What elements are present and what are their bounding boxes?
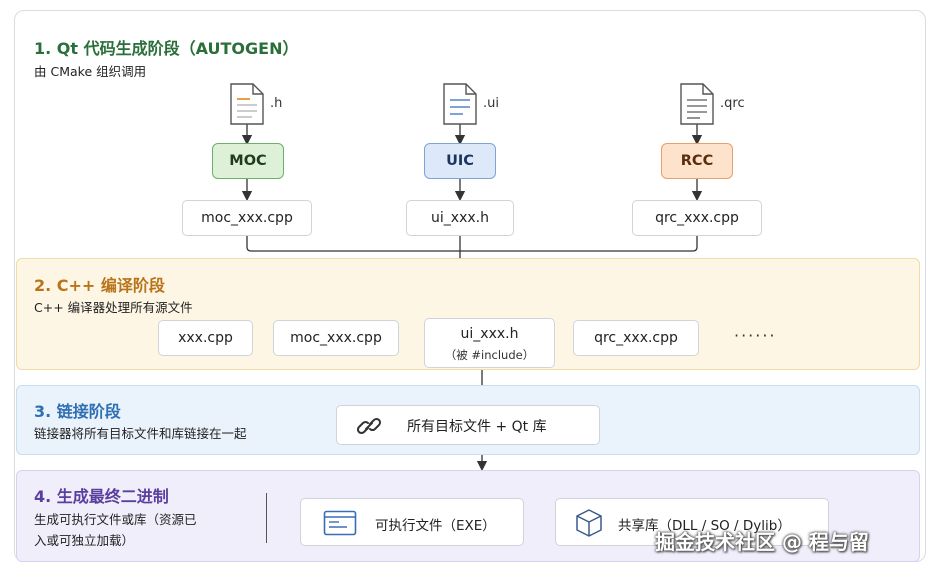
rcc-output-box: qrc_xxx.cpp (632, 200, 762, 236)
stage2-subtitle: C++ 编译器处理所有源文件 (34, 300, 193, 315)
stage3-subtitle: 链接器将所有目标文件和库链接在一起 (34, 426, 247, 441)
stage1-title: 1. Qt 代码生成阶段（AUTOGEN） (34, 39, 299, 58)
qrc-file-icon (680, 83, 714, 125)
link-box-label: 所有目标文件 + Qt 库 (407, 419, 547, 435)
stage4-title: 4. 生成最终二进制 (34, 487, 169, 506)
file-label-h: .h (270, 96, 283, 111)
link-box: 所有目标文件 + Qt 库 (336, 405, 600, 445)
compile-file-ui: ui_xxx.h （被 #include） (424, 318, 555, 368)
more-files-ellipsis: ······ (734, 326, 777, 345)
ui-file-icon (443, 83, 477, 125)
output-exe-label: 可执行文件（EXE） (375, 518, 496, 534)
stage4-subtitle-line1: 生成可执行文件或库（资源已 (34, 512, 197, 527)
moc-tool-box: MOC (212, 143, 284, 179)
moc-output-box: moc_xxx.cpp (182, 200, 312, 236)
stage1-subtitle: 由 CMake 组织调用 (34, 64, 147, 79)
compile-file-ui-label: ui_xxx.h (460, 326, 519, 342)
stage4-subtitle-line2: 入或可独立加载） (34, 533, 135, 548)
compile-file-xxx: xxx.cpp (158, 320, 253, 356)
rcc-tool-box: RCC (661, 143, 733, 179)
output-lib-box: 共享库（DLL / SO / Dylib） (555, 498, 829, 546)
compile-file-qrc: qrc_xxx.cpp (573, 320, 699, 356)
watermark: 掘金技术社区 @ 程与留 (655, 530, 869, 554)
link-icon (357, 417, 382, 435)
include-note: （被 #include） (444, 348, 535, 362)
stage3-title: 3. 链接阶段 (34, 402, 121, 421)
stage2-title: 2. C++ 编译阶段 (34, 276, 165, 295)
stage4-divider (266, 493, 267, 543)
output-lib-label: 共享库（DLL / SO / Dylib） (618, 518, 791, 534)
cube-icon (576, 509, 602, 537)
output-exe-box: 可执行文件（EXE） (300, 498, 524, 546)
compile-file-moc: moc_xxx.cpp (273, 320, 399, 356)
file-label-qrc: .qrc (720, 96, 745, 111)
uic-output-box: ui_xxx.h (406, 200, 514, 236)
uic-tool-box: UIC (424, 143, 496, 179)
file-label-ui: .ui (483, 96, 499, 111)
header-file-icon (230, 83, 264, 125)
window-icon (323, 510, 357, 536)
